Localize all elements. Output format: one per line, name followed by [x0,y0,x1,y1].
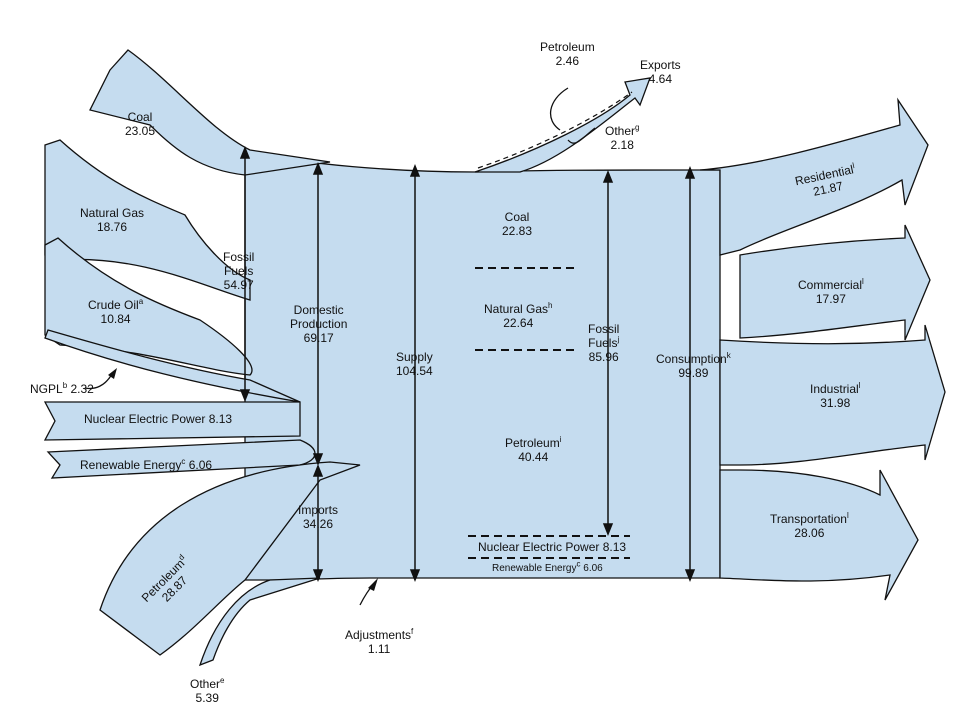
renewable-source-label: Renewable Energyc 6.06 [80,457,213,473]
domestic-production-label: Domestic Production 69.17 [290,303,348,345]
consumption-nuclear-label: Nuclear Electric Power 8.13 [478,540,627,554]
exports-flow [474,77,651,173]
other-imports-flow [198,577,321,667]
coal-flow [89,49,331,176]
fossil-fuels-production-label: Fossil Fuels 54.97 [223,250,255,292]
renewable-flow [46,439,316,479]
natural-gas-flow [44,139,251,301]
ngpl-source-label: NGPLb 2.32 [30,381,94,397]
commercial-flow [739,224,931,341]
measurement-arrows [239,145,696,583]
industrial-flow [719,324,946,466]
petroleum-imports-flow [99,461,361,656]
exports-dashed-split [477,91,633,169]
consumption-fossil-fuels-label: Fossil Fuelsj 85.96 [588,322,620,364]
transportation-flow [719,469,919,601]
category-dividers [468,267,630,559]
supply-label: Supply 104.54 [396,350,433,378]
main-flow-body [244,149,721,581]
consumption-renewable-label: Renewable Energyc 6.06 [492,559,603,574]
imports-label: Imports 34.26 [298,503,339,531]
nuclear-flow [43,401,301,441]
nuclear-source-label: Nuclear Electric Power 8.13 [84,412,233,426]
residential-flow [699,97,929,256]
